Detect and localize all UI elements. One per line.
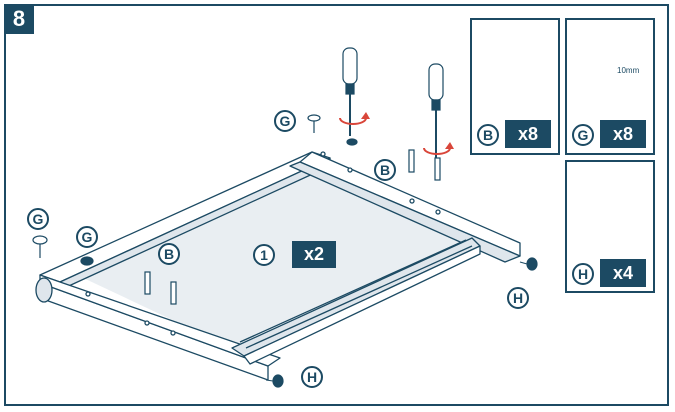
slat-line	[239, 239, 467, 343]
screwdriver-handle	[342, 47, 358, 85]
bolt-head	[80, 256, 94, 266]
right-rail-side	[289, 161, 521, 263]
screwdriver-handle	[428, 63, 444, 101]
part-1-callout: 1	[253, 244, 275, 266]
bolt-head	[32, 235, 48, 245]
bolt-head	[346, 138, 358, 146]
callout-b-right: B	[374, 159, 396, 181]
rotate-arrow	[339, 117, 367, 125]
hole	[435, 209, 441, 215]
legend-b-quantity: x8	[505, 120, 551, 148]
callout-g-left: G	[27, 208, 49, 230]
legend-g-dimension: 10mm	[617, 66, 640, 75]
bolt-head	[307, 114, 321, 122]
cam-dowel	[434, 157, 441, 181]
cam-dowel	[170, 281, 177, 305]
cam-dowel	[408, 149, 415, 173]
hole	[170, 330, 176, 336]
rotate-arrow	[423, 147, 451, 155]
legend-g-quantity: x8	[600, 120, 646, 148]
callout-b-left: B	[158, 243, 180, 265]
hole	[347, 167, 353, 173]
legend-b-letter: B	[477, 124, 499, 146]
cam-dowel	[144, 271, 151, 295]
glide	[526, 257, 538, 271]
step-number-badge: 8	[4, 4, 34, 34]
end-cap	[35, 277, 53, 303]
slat-line	[245, 245, 473, 349]
callout-g-back: G	[274, 110, 296, 132]
part-1-quantity: x2	[292, 241, 336, 268]
front-rail	[243, 245, 481, 365]
diagram-frame	[4, 4, 669, 406]
legend-g-letter: G	[572, 124, 594, 146]
callout-g-front: G	[76, 226, 98, 248]
glide	[272, 374, 284, 388]
legend-h-letter: H	[572, 263, 594, 285]
callout-h-right: H	[507, 287, 529, 309]
hole	[320, 151, 326, 157]
hole	[409, 198, 415, 204]
callout-h-front: H	[301, 366, 323, 388]
legend-h-quantity: x4	[600, 259, 646, 287]
hole	[85, 291, 91, 297]
hole	[144, 320, 150, 326]
